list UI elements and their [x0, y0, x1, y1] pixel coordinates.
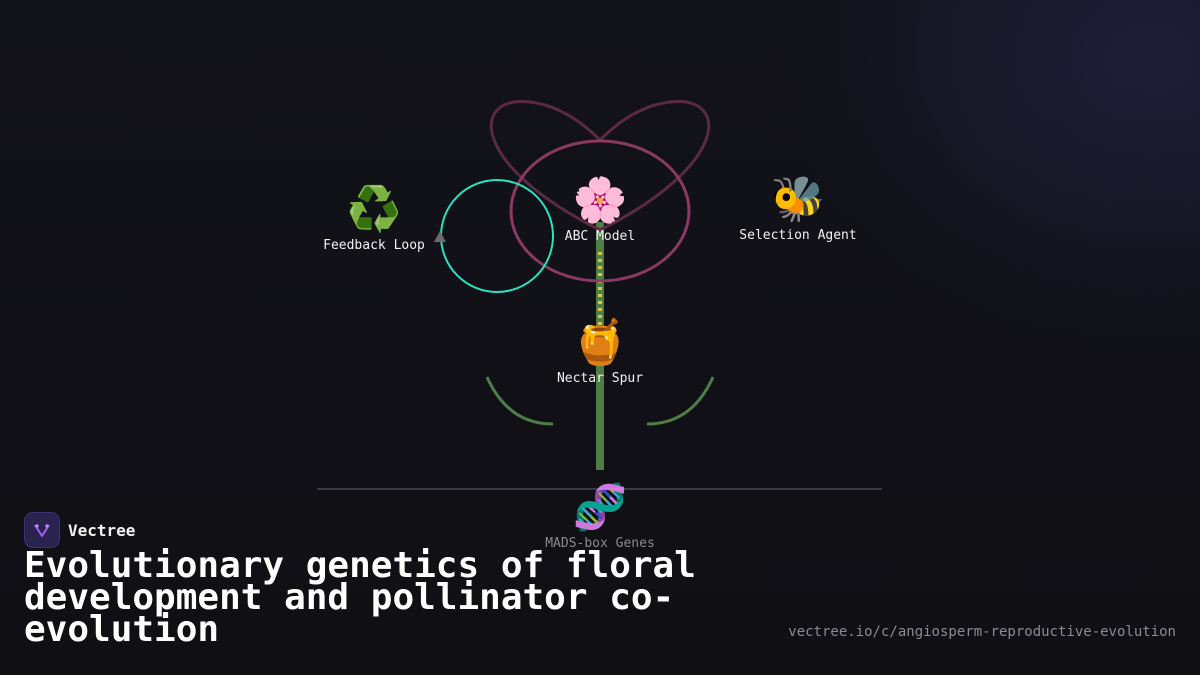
vectree-logo-icon — [24, 512, 60, 548]
node-feedback-loop: ♻️ Feedback Loop — [323, 184, 425, 254]
node-selection-agent: 🐝 Selection Agent — [739, 174, 857, 244]
node-label: Nectar Spur — [556, 371, 644, 386]
node-label: ABC Model — [564, 229, 636, 244]
front-petal — [509, 139, 691, 283]
node-label: Selection Agent — [739, 228, 857, 243]
page-title: Evolutionary genetics of floral developm… — [24, 545, 696, 650]
honey-pot-icon: 🍯 — [572, 317, 628, 368]
node-label: Feedback Loop — [323, 238, 425, 253]
bee-icon: 🐝 — [770, 174, 826, 225]
node-mads-box: 🧬 MADS-box Genes — [545, 482, 655, 552]
brand-name: Vectree — [68, 520, 136, 540]
feedback-loop-circle — [440, 179, 554, 293]
brand: Vectree — [24, 512, 135, 548]
recycle-icon: ♻️ — [346, 184, 402, 235]
source-url[interactable]: vectree.io/c/angiosperm-reproductive-evo… — [788, 624, 1176, 640]
loop-arrowhead — [434, 231, 446, 242]
node-label: MADS-box Genes — [545, 536, 655, 551]
node-abc-model: 🌸 ABC Model — [564, 175, 636, 245]
dna-icon: 🧬 — [572, 482, 628, 533]
left-leaf — [485, 376, 554, 426]
node-nectar-spur: 🍯 Nectar Spur — [556, 317, 644, 387]
right-leaf — [646, 376, 715, 426]
flower-icon: 🌸 — [572, 175, 628, 226]
